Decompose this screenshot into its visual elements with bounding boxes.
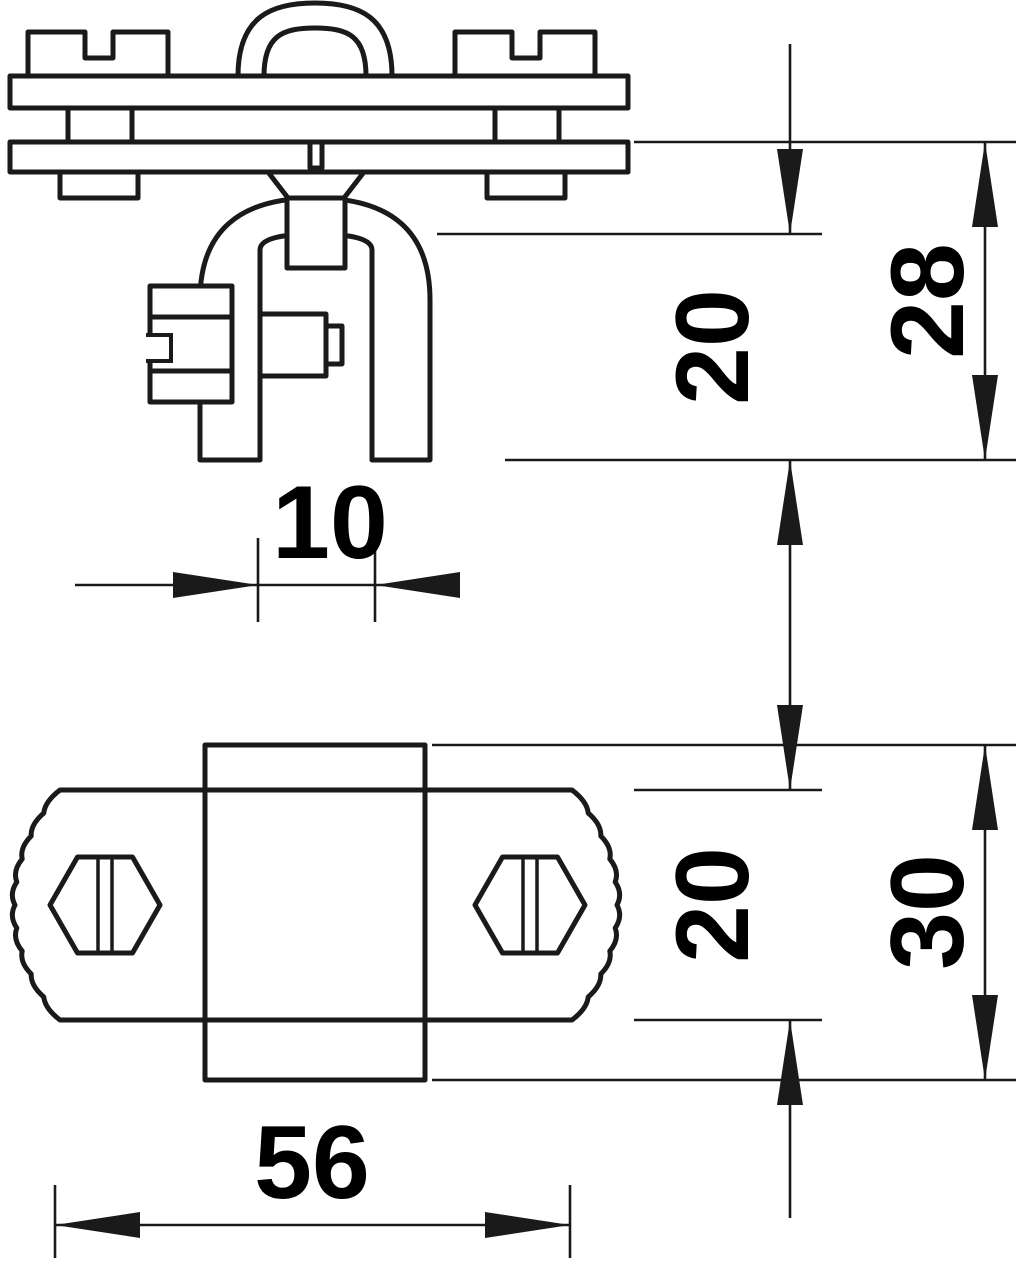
dim-28: 28 (870, 142, 998, 460)
clamp-plate-top (7, 73, 631, 111)
conductor-block (202, 742, 428, 1083)
right-screw-shaft (492, 105, 562, 145)
dim-20-front: 20 (655, 44, 803, 790)
left-screw-shaft (65, 105, 135, 145)
dim-label-56: 56 (254, 1105, 370, 1221)
dim-label-20-bottom: 20 (655, 847, 771, 963)
saddle-strap (235, 0, 395, 79)
left-screw-head (25, 29, 171, 79)
dim-20-bottom: 20 (655, 847, 803, 1218)
bolt-end-block (257, 311, 329, 379)
right-nut (484, 169, 568, 201)
hex-head-notch-fill (146, 337, 171, 361)
hex-screw-right (472, 854, 588, 956)
bottom-view (9, 742, 623, 1083)
body-edge-across-block (202, 787, 428, 1023)
dim-10: 10 (75, 465, 460, 622)
hex-head-notch (146, 333, 173, 363)
bolt-end-tip (323, 323, 345, 367)
hex-screw-left-slot (96, 855, 114, 955)
right-screw-head (452, 29, 598, 79)
center-screw-shaft (284, 195, 348, 271)
left-nut (57, 169, 141, 201)
dim-56: 56 (53, 1105, 572, 1258)
center-screw-slot (307, 139, 325, 171)
dim-label-10: 10 (272, 465, 388, 581)
hex-screw-right-slot (521, 855, 539, 955)
front-view (7, 0, 631, 463)
dim-label-30: 30 (870, 854, 986, 970)
dim-label-28: 28 (870, 243, 986, 359)
dim-label-20-front: 20 (655, 289, 771, 405)
center-screw-head (265, 169, 367, 201)
dim-30: 30 (870, 745, 998, 1080)
hex-head-facets (147, 314, 235, 374)
dimensions: 20 28 10 20 30 (53, 44, 1016, 1258)
hex-screw-left (47, 854, 163, 956)
